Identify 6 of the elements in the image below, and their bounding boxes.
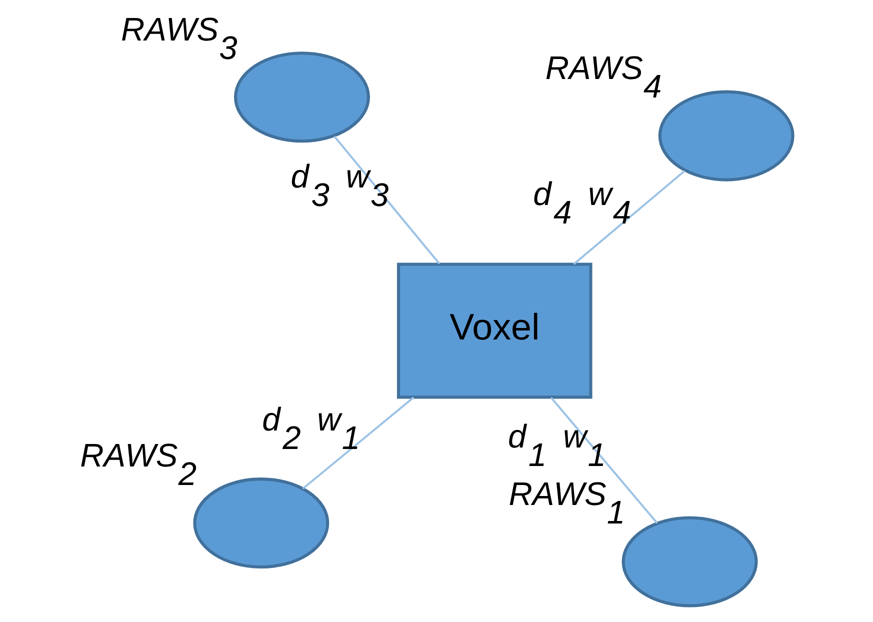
node-circle bbox=[622, 516, 758, 608]
connector bbox=[302, 396, 414, 490]
node-box: Voxel bbox=[396, 262, 592, 399]
connector bbox=[334, 136, 440, 264]
connector bbox=[573, 170, 686, 265]
connector bbox=[550, 396, 658, 524]
